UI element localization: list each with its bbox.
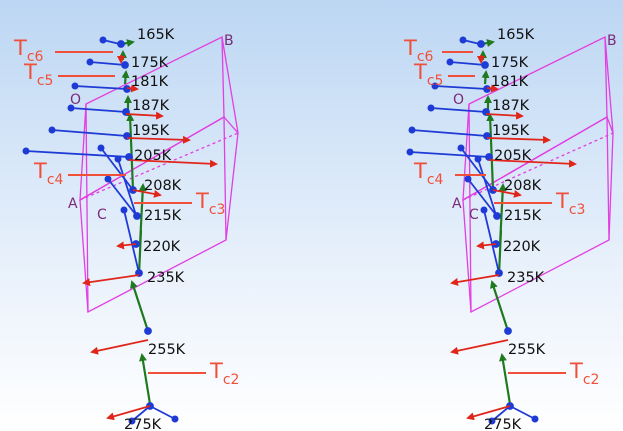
temp-label: 187K bbox=[132, 98, 170, 114]
temperature-labels: 165K 175K 181K 187K 195K 205K 208K 215K … bbox=[484, 27, 546, 431]
transition-labels: Tc6 Tc5 Tc4 Tc3 Tc2 bbox=[13, 36, 239, 388]
temp-label: 181K bbox=[491, 74, 529, 90]
temp-label: 208K bbox=[144, 178, 182, 194]
plane-label-a: A bbox=[68, 196, 78, 212]
plane-label-o: O bbox=[70, 92, 81, 108]
transition-lines bbox=[442, 51, 566, 374]
blue-spins bbox=[406, 36, 539, 425]
temp-label: 187K bbox=[492, 98, 530, 114]
plane-outlines bbox=[79, 35, 239, 314]
blue-spins bbox=[22, 36, 179, 425]
tc6-label: Tc6 bbox=[13, 36, 44, 65]
temp-label: 215K bbox=[144, 208, 182, 224]
temp-label: 220K bbox=[503, 239, 541, 255]
tc4-label: Tc4 bbox=[33, 159, 64, 188]
plane-label-a: A bbox=[452, 196, 462, 212]
temp-label: 255K bbox=[508, 342, 546, 358]
plane-outlines bbox=[462, 35, 614, 314]
temp-label: 235K bbox=[147, 270, 185, 286]
tc2-label: Tc2 bbox=[569, 359, 599, 388]
transition-labels: Tc6 Tc5 Tc4 Tc3 Tc2 bbox=[403, 36, 599, 388]
temp-label: 195K bbox=[132, 123, 170, 139]
temperature-labels: 165K 175K 181K 187K 195K 205K 208K 215K … bbox=[124, 27, 186, 431]
red-moments bbox=[450, 55, 577, 421]
temp-label: 165K bbox=[137, 27, 175, 43]
stereo-view-right: 165K 175K 181K 187K 195K 205K 208K 215K … bbox=[403, 27, 617, 431]
temp-label: 175K bbox=[491, 55, 529, 71]
temp-label: 175K bbox=[131, 55, 169, 71]
tc2-label: Tc2 bbox=[209, 359, 239, 388]
temp-label: 255K bbox=[148, 342, 186, 358]
tc3-label: Tc3 bbox=[555, 189, 585, 218]
plane-label-c: C bbox=[97, 207, 107, 223]
plane-label-b: B bbox=[224, 33, 234, 49]
tc4-label: Tc4 bbox=[413, 159, 444, 188]
temp-label: 205K bbox=[494, 148, 532, 164]
temp-label: 275K bbox=[484, 417, 522, 431]
temp-label: 195K bbox=[492, 123, 530, 139]
stereo-view-left: 165K 175K 181K 187K 195K 205K 208K 215K … bbox=[13, 27, 239, 431]
temp-label: 205K bbox=[134, 148, 172, 164]
temp-label: 208K bbox=[504, 178, 542, 194]
temp-label: 165K bbox=[497, 27, 535, 43]
temp-label: 181K bbox=[131, 74, 169, 90]
temp-label: 235K bbox=[507, 270, 545, 286]
plane-label-b: B bbox=[607, 33, 617, 49]
temp-label: 220K bbox=[143, 239, 181, 255]
tc5-label: Tc5 bbox=[413, 60, 443, 89]
transition-lines bbox=[55, 51, 206, 374]
tc5-label: Tc5 bbox=[23, 60, 53, 89]
plane-label-o: O bbox=[453, 92, 464, 108]
plane-label-c: C bbox=[469, 207, 479, 223]
red-moments bbox=[82, 55, 218, 421]
temp-label: 275K bbox=[124, 417, 162, 431]
plane-labels: B O A C bbox=[68, 33, 234, 223]
tc3-label: Tc3 bbox=[195, 189, 225, 218]
temp-label: 215K bbox=[504, 208, 542, 224]
tc6-label: Tc6 bbox=[403, 36, 434, 65]
plane-labels: B O A C bbox=[452, 33, 617, 223]
